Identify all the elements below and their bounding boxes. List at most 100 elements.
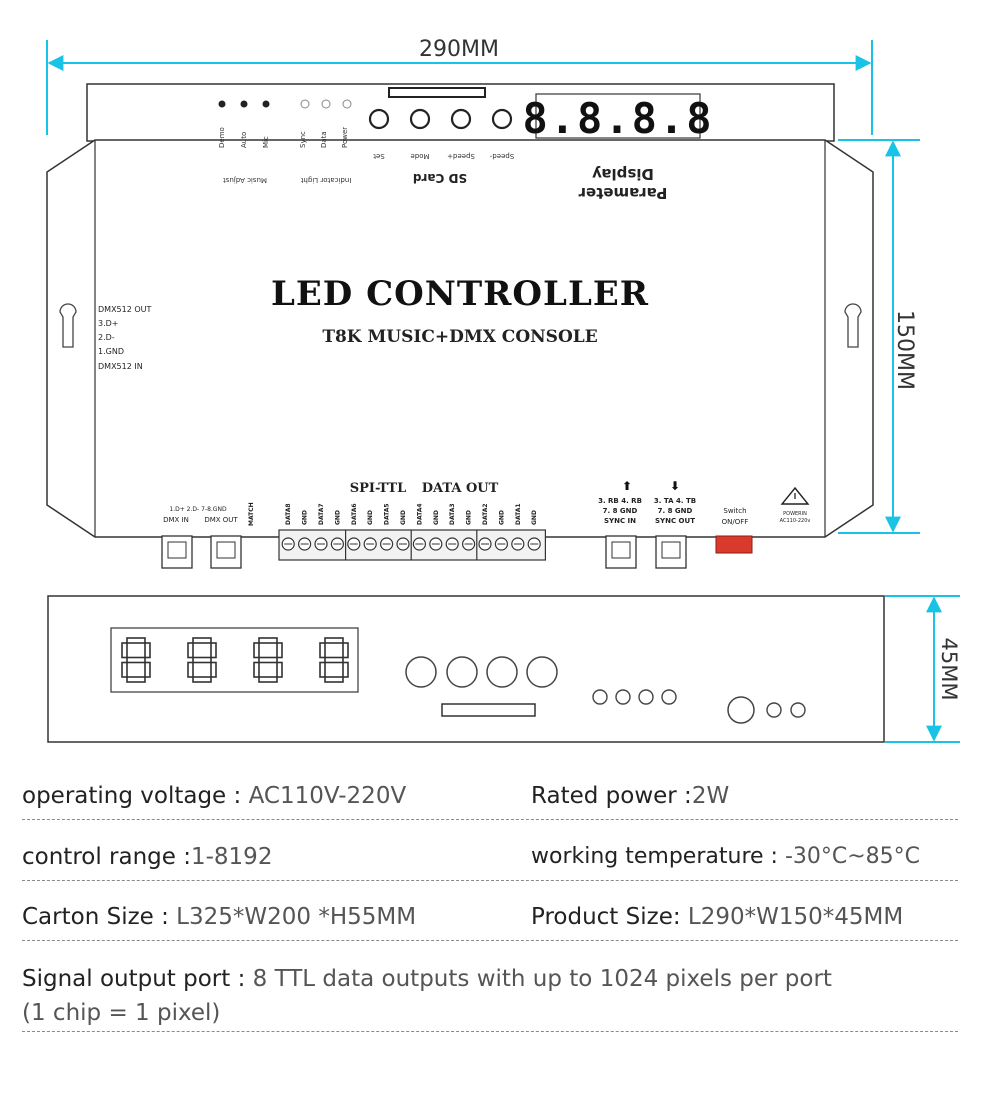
spec-divider-final: [22, 1031, 958, 1032]
terminal-label: GND: [302, 510, 309, 525]
spec-carton-size: Carton Size : L325*W200 *H55MM: [22, 904, 416, 930]
label-power: Power: [341, 127, 349, 148]
dmx-side-label-2: 3.D+: [98, 319, 119, 328]
switch-label: ON/OFF: [722, 518, 749, 526]
mount-slot-right: [844, 303, 862, 348]
segment: [187, 642, 194, 659]
device-front-view: 8888: [47, 595, 885, 743]
spec-signal-output: Signal output port : 8 TTL data outputs …: [22, 962, 958, 1030]
data-out-label: DATA OUT: [422, 481, 499, 496]
segment: [126, 656, 146, 664]
label-sd-card: SD Card: [413, 171, 467, 185]
segment: [210, 642, 217, 659]
sync-out-top: 3. TA 4. TB: [654, 497, 696, 505]
spec-label: Product Size:: [531, 904, 688, 930]
front-button-4: [526, 656, 558, 688]
label-display: Display: [592, 165, 654, 183]
front-digit: 8: [253, 637, 283, 683]
segment: [121, 661, 128, 678]
indicator-light-1: [300, 99, 310, 109]
warning-icon: [780, 486, 810, 505]
mount-slot-left: [59, 303, 77, 348]
segment: [258, 676, 278, 683]
segment: [276, 661, 283, 678]
terminal-label: GND: [433, 510, 440, 525]
segment: [342, 642, 349, 659]
segment: [324, 656, 344, 664]
front-display-digits: 8888: [121, 637, 349, 683]
label-parameter: Parameter: [578, 184, 667, 202]
segment: [319, 642, 326, 659]
front-indicator-2: [615, 689, 631, 705]
parameter-display-top-digits: 8.8.8.8: [522, 94, 713, 143]
label-speed-minus: Speed-: [489, 152, 514, 160]
terminal-label: DATA8: [285, 503, 292, 525]
dmx-side-label-5: DMX512 IN: [98, 362, 143, 371]
spi-ttl-label: SPI-TTL: [350, 481, 407, 496]
sd-card-slot: [388, 87, 486, 98]
device-top-view: 8.8.8.8 Mic Auto Demo Music Adjust Power…: [46, 83, 874, 569]
spec-value: 8 TTL data outputs with up to 1024 pixel…: [252, 966, 832, 992]
height-dimension: 150MM: [838, 139, 920, 534]
terminal-label: GND: [334, 510, 341, 525]
label-mic: Mic: [262, 136, 270, 148]
terminal-label: GND: [400, 510, 407, 525]
front-digit: 8: [319, 637, 349, 683]
segment: [276, 642, 283, 659]
spec-product-size: Product Size: L290*W150*45MM: [531, 904, 903, 930]
terminal-label: GND: [531, 510, 538, 525]
terminal-label: DATA7: [318, 503, 325, 525]
spec-value: L325*W200 *H55MM: [176, 904, 417, 930]
label-set: Set: [373, 152, 385, 160]
indicator-light-3: [342, 99, 352, 109]
terminal-label: GND: [466, 510, 473, 525]
sync-out-port: [655, 535, 687, 569]
spec-label: Carton Size :: [22, 904, 177, 930]
spec-value: -30°C~85°C: [784, 844, 921, 869]
label-auto: Auto: [240, 132, 248, 148]
segment: [319, 661, 326, 678]
width-label: 290MM: [419, 37, 499, 62]
front-digit: 8: [121, 637, 151, 683]
label-sync: Sync: [299, 131, 307, 148]
spec-operating-voltage: operating voltage : AC110V-220V: [22, 783, 406, 809]
front-indicator-1: [592, 689, 608, 705]
dmx-port-top-label: 1.D+ 2.D- 7-8.GND: [169, 506, 227, 513]
main-title: LED CONTROLLER: [271, 274, 649, 314]
depth-dimension: 45MM: [885, 595, 961, 743]
front-button-2: [446, 656, 478, 688]
set-button: [368, 108, 390, 130]
sync-in-arrow: ⬆: [622, 479, 632, 493]
segment: [144, 661, 151, 678]
segment: [126, 637, 146, 644]
music-dot-2: [240, 100, 248, 108]
power-switch: [715, 535, 753, 554]
spec-value: L290*W150*45MM: [687, 904, 904, 930]
sync-in-port: [605, 535, 637, 569]
dmx-side-label-1: DMX512 OUT: [98, 305, 152, 314]
segment: [324, 676, 344, 683]
front-indicator-4: [661, 689, 677, 705]
indicator-light-2: [321, 99, 331, 109]
segment: [144, 642, 151, 659]
sync-out-arrow: ⬇: [670, 479, 680, 493]
front-button-1: [405, 656, 437, 688]
sync-in-label: SYNC IN: [604, 517, 636, 525]
match-label: MATCH: [248, 502, 255, 526]
segment: [126, 676, 146, 683]
depth-label: 45MM: [937, 638, 961, 701]
spec-row-3: Carton Size : L325*W200 *H55MM Product S…: [22, 898, 958, 941]
power-in-range: AC110-220v: [780, 518, 811, 524]
segment: [342, 661, 349, 678]
terminal-label: DATA6: [351, 503, 358, 525]
terminal-label: GND: [367, 510, 374, 525]
spec-rated-power: Rated power :2W: [531, 783, 729, 809]
spec-row-1: operating voltage : AC110V-220V Rated po…: [22, 777, 958, 820]
terminal-label: DATA1: [515, 503, 522, 525]
terminal-label: DATA5: [384, 503, 391, 525]
segment: [258, 637, 278, 644]
segment: [192, 656, 212, 664]
dmx-in-port: [161, 535, 193, 569]
spec-control-range: control range :1-8192: [22, 844, 272, 870]
